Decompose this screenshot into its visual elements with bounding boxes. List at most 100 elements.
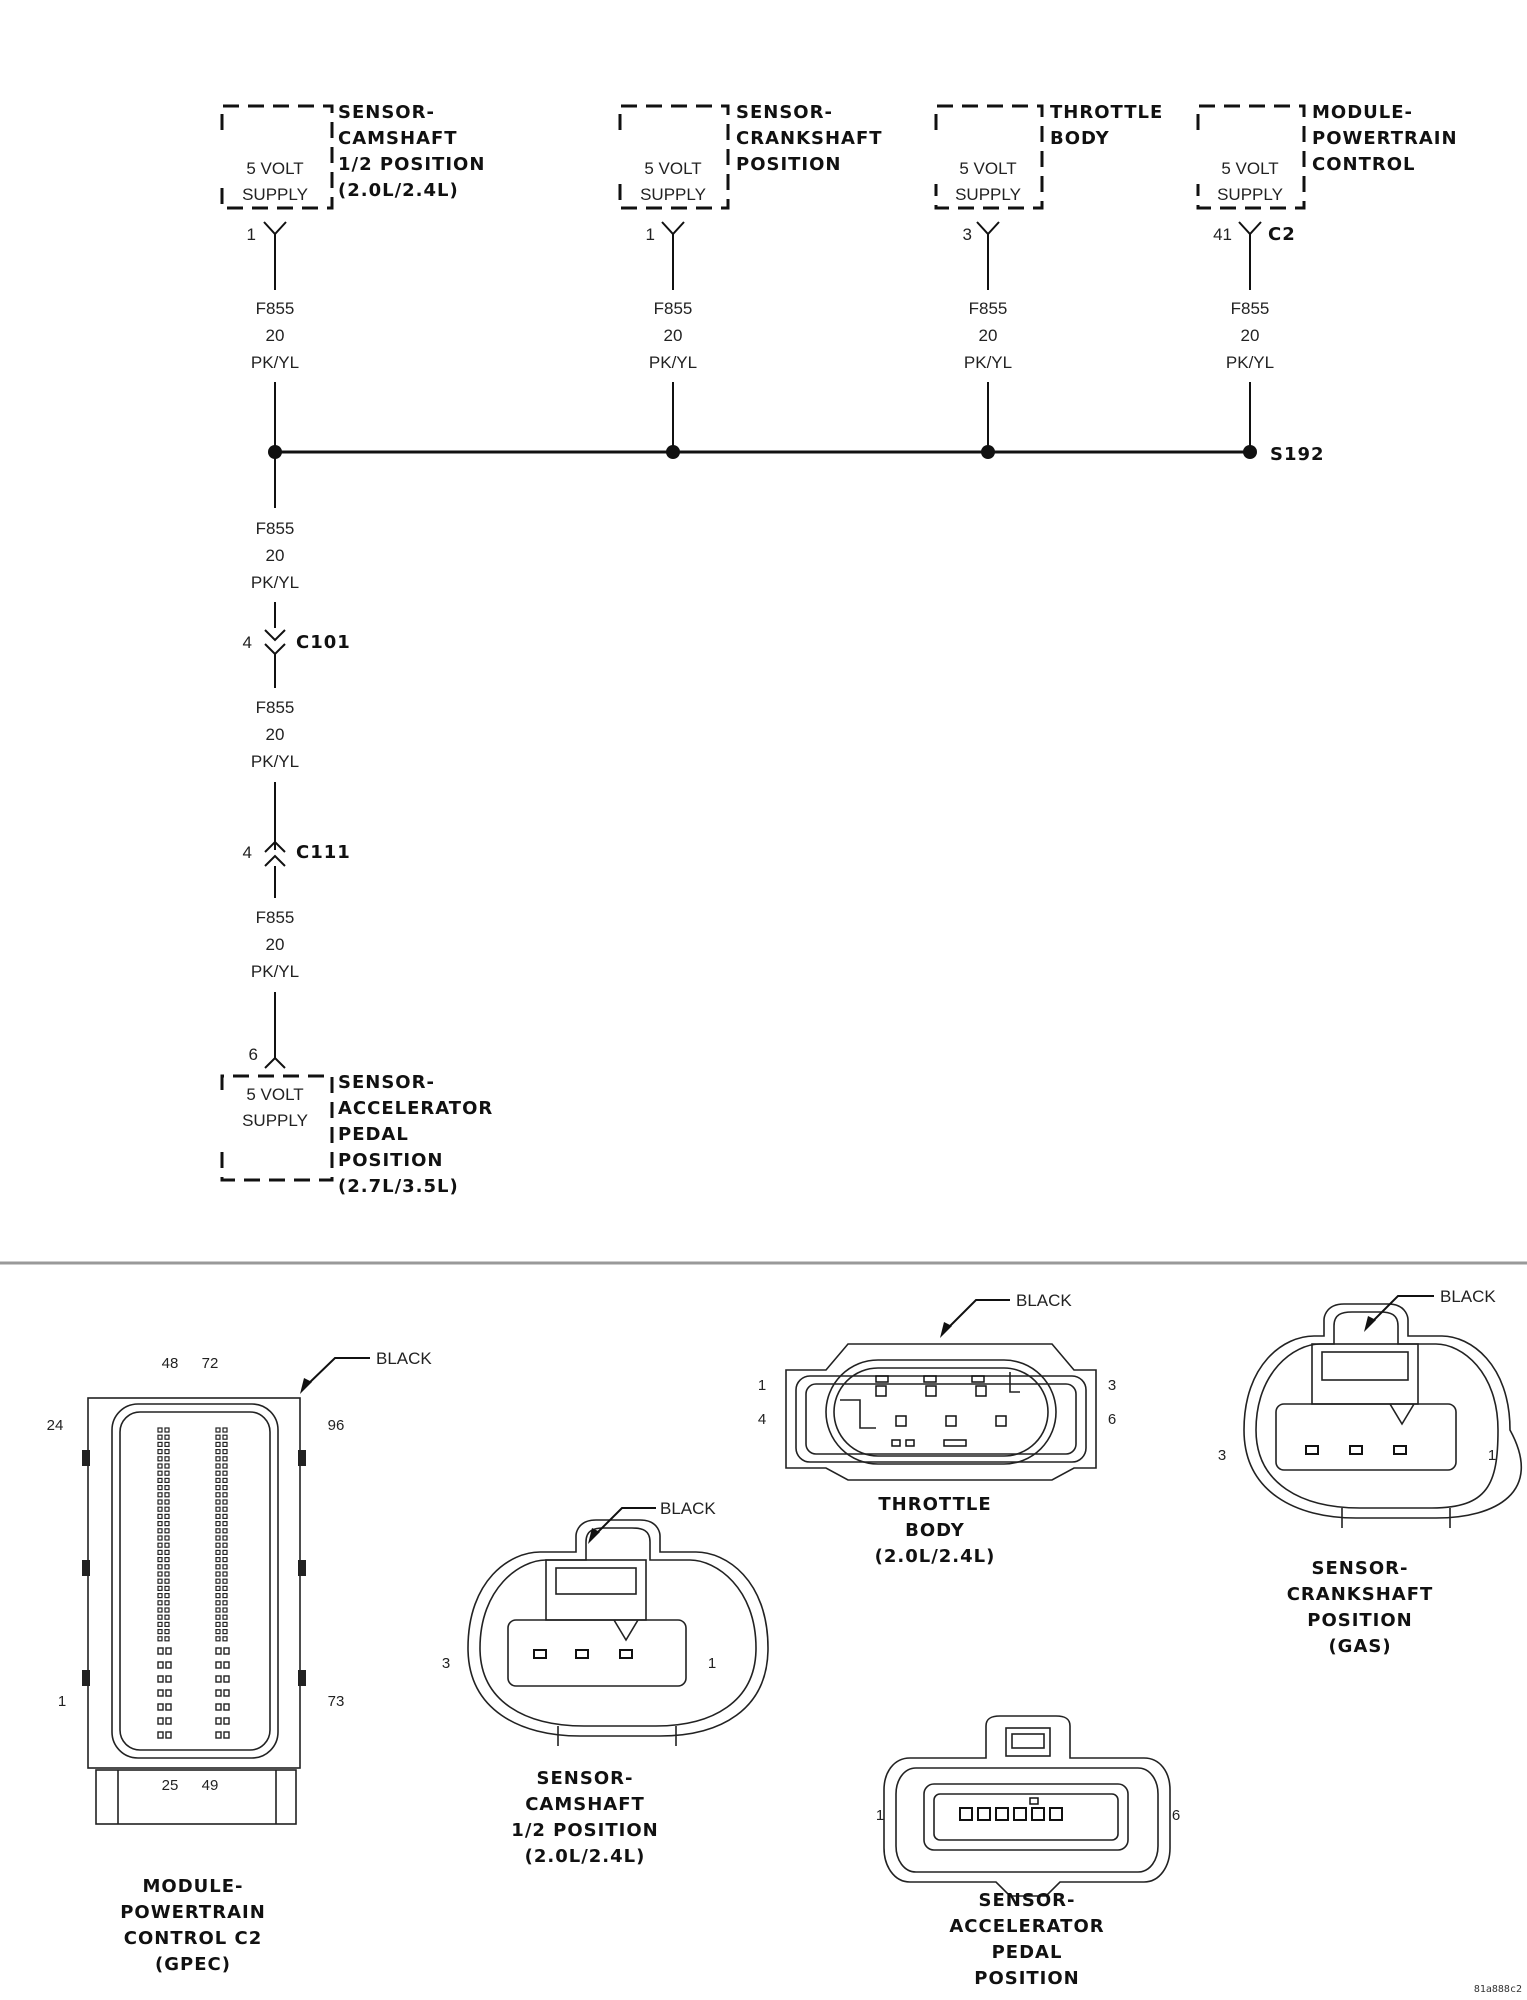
pin-cavity (215, 1621, 221, 1628)
wire-color: PK/YL (251, 353, 299, 372)
pin-cavity (215, 1675, 222, 1683)
pin-cavity (215, 1542, 221, 1548)
supply-label-2: SUPPLY (955, 185, 1021, 204)
pin-cavity (223, 1731, 230, 1739)
pin-cavity (223, 1689, 230, 1697)
pin-fork-symbol (263, 221, 287, 246)
pin-cavity (157, 1592, 163, 1599)
pin-cavity (157, 1434, 163, 1440)
pin-cavity (222, 1542, 228, 1548)
pin-cavity (215, 1506, 221, 1512)
pin-cavity (157, 1647, 164, 1655)
pin-cavity (215, 1628, 221, 1635)
pin-cavity (164, 1506, 170, 1512)
pin-cavity (164, 1484, 170, 1491)
pin-cavity (157, 1448, 163, 1455)
pin-cavity (215, 1689, 222, 1697)
pin-cavity (157, 1549, 163, 1556)
connector-view-pcm-c2: 48 72 25 49 24 96 1 73 BLACK MODULE- POW… (47, 1349, 433, 1975)
wire-segment-6: F855 20 PK/YL (251, 664, 299, 840)
pin-cavity (215, 1578, 221, 1584)
pin-cavity (215, 1528, 221, 1534)
pin-number: 6 (1172, 1807, 1180, 1824)
pin-cavity (222, 1441, 228, 1448)
connector-caption: SENSOR- (1312, 1558, 1409, 1579)
wire-circuit: F855 (969, 299, 1008, 318)
connector-caption: CONTROL C2 (124, 1928, 263, 1949)
splice-bus: S192 (268, 444, 1324, 465)
pin-cavity (223, 1661, 230, 1669)
pin-cavity (215, 1614, 221, 1620)
wire-circuit: F855 (654, 299, 693, 318)
component-name: 1/2 POSITION (338, 154, 485, 175)
connector-view-camshaft-sensor: 3 1 BLACK SENSOR- CAMSHAFT 1/2 POSITION … (442, 1499, 769, 1867)
pin-cavity (157, 1499, 163, 1505)
pin-cavity (222, 1448, 228, 1455)
pin-cavity (215, 1607, 221, 1613)
pin-cavity (164, 1434, 170, 1440)
pin-cavity (222, 1578, 228, 1584)
pin-cavity (164, 1477, 170, 1484)
connector-color-label: BLACK (660, 1499, 716, 1518)
component-name: POWERTRAIN (1312, 128, 1458, 149)
pin-cavity (215, 1441, 221, 1448)
pin-cavity (157, 1427, 163, 1433)
wire-color: PK/YL (964, 353, 1012, 372)
pin-number: 4 (243, 843, 252, 862)
connector-caption: PEDAL (992, 1942, 1063, 1963)
connector-caption: THROTTLE (878, 1494, 991, 1515)
wire-circuit: F855 (256, 299, 295, 318)
wire-segment-7: F855 20 PK/YL (251, 866, 299, 1058)
component-name: PEDAL (338, 1124, 409, 1145)
component-name: CRANKSHAFT (736, 128, 883, 149)
connector-caption: 1/2 POSITION (511, 1820, 658, 1841)
connector-caption: POSITION (1307, 1610, 1413, 1631)
inline-connector-c101: 4 C101 (243, 629, 350, 664)
pin-cavity (215, 1585, 221, 1592)
pin-number: 1 (708, 1655, 716, 1672)
pin-cavity (157, 1600, 163, 1606)
supply-label-2: SUPPLY (242, 185, 308, 204)
pin-cavity (164, 1492, 170, 1498)
pin-cavity (157, 1607, 163, 1613)
pin-cavity (222, 1636, 228, 1642)
pin-cavity (222, 1434, 228, 1440)
pin-cavity (222, 1456, 228, 1462)
connector-view-throttle-body: 1 4 3 6 BLACK THROTTLE BODY (2.0L/2.4L) (758, 1291, 1116, 1567)
pin-cavity (215, 1636, 221, 1642)
pin-cavity (157, 1542, 163, 1548)
pin-cavity (165, 1717, 172, 1725)
pin-cavities (215, 1427, 230, 1739)
inline-connector-c111: 4 C111 (243, 840, 350, 867)
pin-cavity (157, 1628, 163, 1635)
pin-cavity (222, 1600, 228, 1606)
connector-caption: CRANKSHAFT (1287, 1584, 1434, 1605)
pin-cavity (157, 1621, 163, 1628)
figure-id: 81a888c2 (1474, 1984, 1522, 1995)
component-throttle-body: 5 VOLT SUPPLY THROTTLE BODY 3 (934, 102, 1162, 246)
pin-cavity (222, 1499, 228, 1505)
pin-cavity (215, 1470, 221, 1476)
pin-cavity (215, 1434, 221, 1440)
pin-cavity (164, 1621, 170, 1628)
pin-cavity (164, 1600, 170, 1606)
supply-label-1: 5 VOLT (644, 159, 701, 178)
pin-cavity (164, 1520, 170, 1527)
pin-cavity (215, 1427, 221, 1433)
pin-cavity (157, 1703, 164, 1711)
wire-circuit: F855 (256, 908, 295, 927)
pin-cavity (164, 1564, 170, 1570)
pin-cavity (157, 1571, 163, 1577)
supply-label-1: 5 VOLT (1221, 159, 1278, 178)
pin-cavity (223, 1717, 230, 1725)
pin-cavity (215, 1463, 221, 1469)
pin-cavity (164, 1636, 170, 1642)
component-name: CAMSHAFT (338, 128, 458, 149)
pin-number: 6 (1108, 1411, 1116, 1428)
pin-cavity (164, 1427, 170, 1433)
pin-cavity (215, 1661, 222, 1669)
pin-number: 73 (328, 1693, 345, 1710)
connector-caption: POWERTRAIN (120, 1902, 266, 1923)
component-name: (2.7L/3.5L) (338, 1176, 459, 1197)
pin-number: 1 (58, 1693, 66, 1710)
